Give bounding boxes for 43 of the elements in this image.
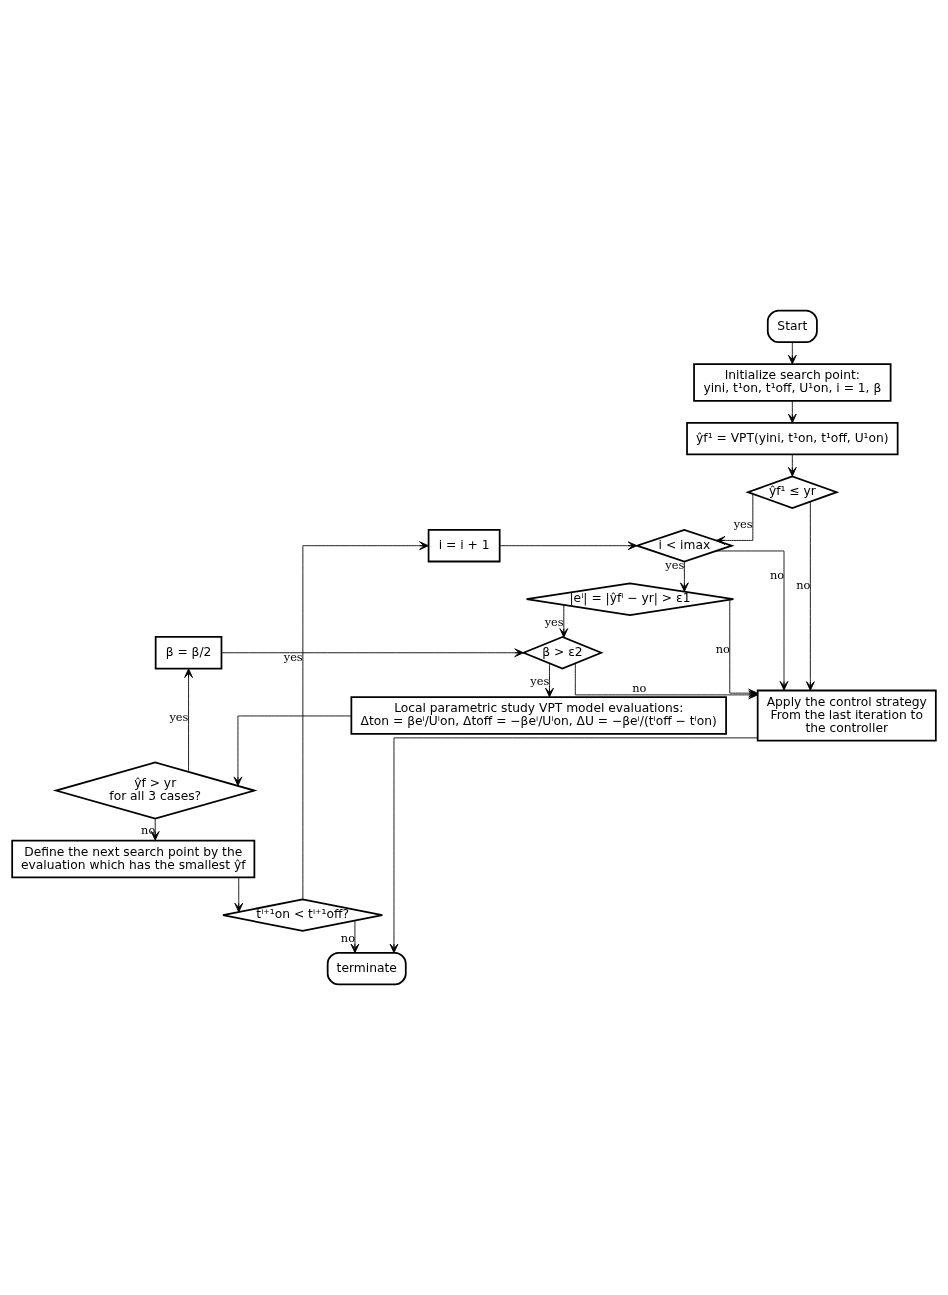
edge-label: yes (733, 517, 753, 532)
arrow (805, 501, 815, 691)
node-diamond: ŷf > yr for all 3 cases? (52, 761, 258, 820)
arrow (545, 662, 554, 698)
arrow (559, 604, 569, 638)
node-box: ŷf¹ = VPT(yini, t¹on, t¹off, U¹on) (686, 421, 899, 456)
arrow (389, 737, 758, 954)
arrow (221, 648, 524, 658)
arrow (787, 341, 797, 365)
node-diamond: β > ε2 (521, 636, 604, 670)
edge-label: no (769, 568, 785, 583)
edge-label: no (340, 930, 356, 945)
node-box: i = i + 1 (427, 529, 501, 563)
edge-label: no (796, 577, 811, 592)
arrow (150, 818, 160, 841)
edge-label: yes (169, 710, 189, 725)
arrow (350, 920, 360, 954)
edge-label: yes (544, 614, 564, 629)
arrow (233, 715, 352, 787)
node-diamond: tⁱ⁺¹on < tⁱ⁺¹off? (222, 898, 384, 932)
arrow (715, 550, 789, 691)
node-box: Define the next search point by the evaluation which has the smallest ŷf (11, 839, 256, 879)
node-box: Apply the control strategy From the last iteration to the controller (756, 689, 937, 742)
arrow (715, 493, 754, 545)
edge-label: yes (283, 649, 303, 664)
node-diamond: i < imax (634, 528, 735, 563)
node-box: Local parametric study VPT model evaluations: Δton = βeⁱ/Uⁱon, Δtoff = −βeⁱ/Uⁱon, ΔU = −βeⁱ/(tⁱoff − tⁱon) (350, 696, 727, 735)
arrow (680, 561, 689, 592)
node-box: Start (766, 309, 818, 343)
arrow (302, 541, 429, 900)
edge-label: no (715, 641, 730, 656)
node-box: terminate (326, 952, 407, 986)
node-box: Initialize search point: yini, t¹on, t¹off, U¹on, i = 1, β (693, 363, 892, 402)
node-box: β = β/2 (154, 636, 223, 670)
arrow (787, 454, 797, 477)
edge-label: yes (530, 673, 550, 688)
arrow (184, 668, 193, 773)
edge-label: no (632, 680, 647, 695)
arrow (787, 400, 797, 424)
arrow (234, 877, 244, 913)
node-diamond: ŷf¹ ≤ yr (745, 475, 840, 509)
arrow (499, 541, 638, 551)
edge-label: no (141, 823, 156, 838)
